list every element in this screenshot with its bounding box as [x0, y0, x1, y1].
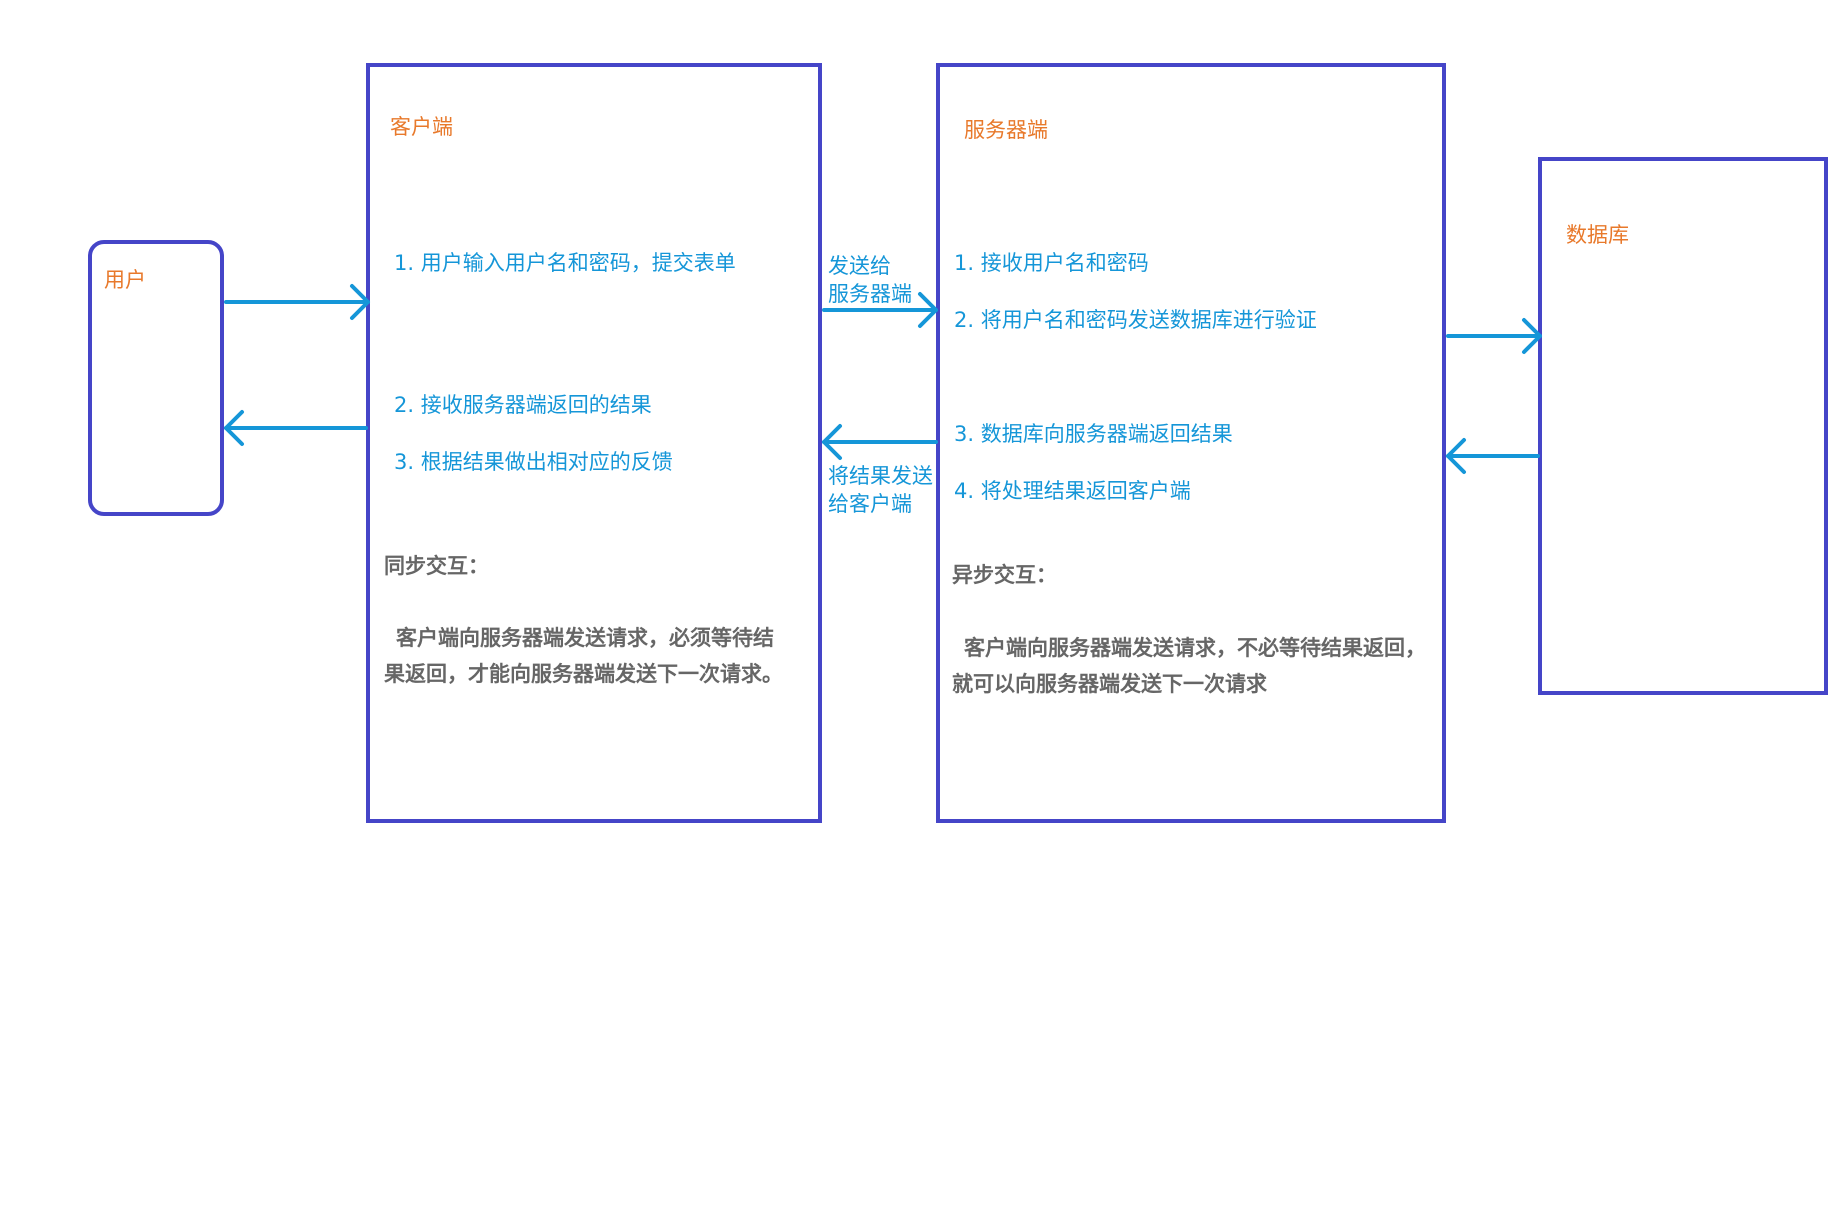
server-title: 服务器端 — [964, 118, 1048, 142]
client-title: 客户端 — [390, 115, 453, 139]
user-box — [88, 240, 224, 516]
server-step-1: 1. 接收用户名和密码 — [954, 251, 1149, 275]
arrow-server-to-database — [1446, 318, 1542, 354]
server-step-3: 3. 数据库向服务器端返回结果 — [954, 422, 1233, 446]
sync-heading: 同步交互： — [384, 554, 489, 578]
client-step-1: 1. 用户输入用户名和密码，提交表单 — [394, 251, 736, 275]
async-heading: 异步交互： — [952, 563, 1057, 587]
arrow-client-to-server — [822, 292, 938, 328]
client-box — [366, 63, 822, 823]
server-step-4: 4. 将处理结果返回客户端 — [954, 479, 1191, 503]
sync-description: 客户端向服务器端发送请求，必须等待结果返回，才能向服务器端发送下一次请求。 — [384, 626, 783, 686]
arrow-user-to-client — [224, 284, 370, 320]
arrow-server-to-client — [822, 424, 938, 460]
client-step-3: 3. 根据结果做出相对应的反馈 — [394, 450, 673, 474]
client-step-2: 2. 接收服务器端返回的结果 — [394, 393, 652, 417]
arrow-label-to-server-line-1: 发送给 — [828, 254, 891, 278]
database-title: 数据库 — [1566, 223, 1629, 247]
database-box — [1538, 157, 1828, 695]
arrow-label-to-client-line-1: 将结果发送 — [828, 464, 933, 488]
server-box — [936, 63, 1446, 823]
arrow-label-to-client-line-2: 给客户端 — [828, 492, 912, 516]
server-step-2: 2. 将用户名和密码发送数据库进行验证 — [954, 308, 1317, 332]
arrow-database-to-server — [1446, 438, 1540, 474]
user-title: 用户 — [104, 268, 146, 292]
arrow-label-to-server-line-2: 服务器端 — [828, 282, 912, 306]
async-description: 客户端向服务器端发送请求，不必等待结果返回，就可以向服务器端发送下一次请求 — [952, 636, 1426, 696]
arrow-client-to-user — [224, 410, 368, 446]
